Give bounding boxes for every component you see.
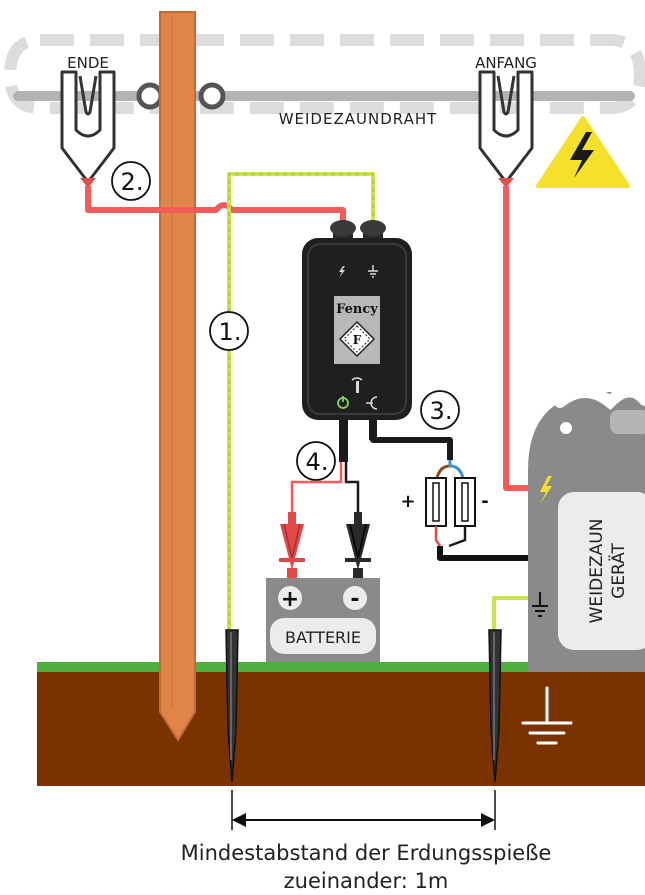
battery-label: BATTERIE: [285, 628, 361, 647]
distance-label-line1: Mindestabstand der Erdungsspieße: [181, 841, 552, 865]
clip-black: [345, 512, 371, 582]
energizer-label-line2: GERÄT: [608, 543, 629, 599]
clamp-end: [60, 70, 116, 188]
label-start: ANFANG: [475, 54, 537, 72]
fency-logo-letter: F: [353, 333, 362, 347]
terminal-block: [425, 460, 476, 548]
label-wire: WEIDEZAUNDRAHT: [279, 110, 438, 128]
ring-connector-left: [136, 82, 164, 110]
ground-rod-left: [225, 629, 239, 783]
ground-wire-2: [492, 596, 537, 630]
energizer-live-terminal-icon: [540, 476, 552, 504]
signal-antenna-icon: [351, 377, 363, 393]
power-cable-to-adapter: [370, 424, 453, 460]
fency-ground-icon: [368, 265, 378, 278]
soil: [37, 671, 645, 786]
distance-label-line2: zueinander: 1m: [284, 869, 449, 893]
fency-live-icon: [339, 266, 345, 278]
energizer-ground-terminal-icon: [532, 592, 548, 617]
step-number: 2.: [121, 168, 144, 196]
wooden-post: [159, 11, 196, 742]
label-end: ENDE: [67, 54, 109, 72]
clip-red: [279, 512, 305, 582]
step-number: 1.: [219, 318, 242, 346]
earth-ground-icon: [521, 686, 573, 745]
fency-logo: [338, 320, 376, 358]
ring-connector-right: [198, 82, 226, 110]
high-voltage-warning-icon: [536, 116, 630, 188]
step-number: 3.: [430, 397, 453, 425]
battery-cable-red: [290, 462, 343, 522]
terminal-minus-label: -: [481, 491, 488, 512]
energizer-feed-cable: [437, 546, 528, 561]
battery-plus-terminal: +: [281, 587, 299, 612]
power-input-icon: [366, 396, 378, 410]
distance-arrow: [231, 790, 496, 830]
step-marker-2: 2.: [111, 161, 151, 201]
live-wire-end: [85, 186, 346, 232]
battery: [266, 578, 380, 662]
fence-energizer: [528, 385, 645, 672]
battery-cable-black: [344, 462, 360, 522]
ground-rod-right: [488, 629, 502, 783]
step-marker-1: 1.: [209, 311, 249, 351]
live-wire-start: [503, 186, 530, 491]
fence-loop-dashed: [3, 34, 645, 114]
energizer-label-line1: WEIDEZAUN: [587, 519, 607, 624]
step-number: 4.: [306, 448, 329, 476]
terminal-plus-label: +: [400, 491, 415, 512]
grass-strip: [37, 662, 645, 672]
power-indicator-icon: [337, 396, 349, 409]
battery-minus-terminal: -: [350, 587, 359, 612]
fency-brand: Fency: [336, 302, 378, 317]
step-marker-4: 4.: [296, 441, 336, 481]
clamp-start: [478, 70, 534, 188]
step-marker-3: 3.: [420, 390, 460, 430]
